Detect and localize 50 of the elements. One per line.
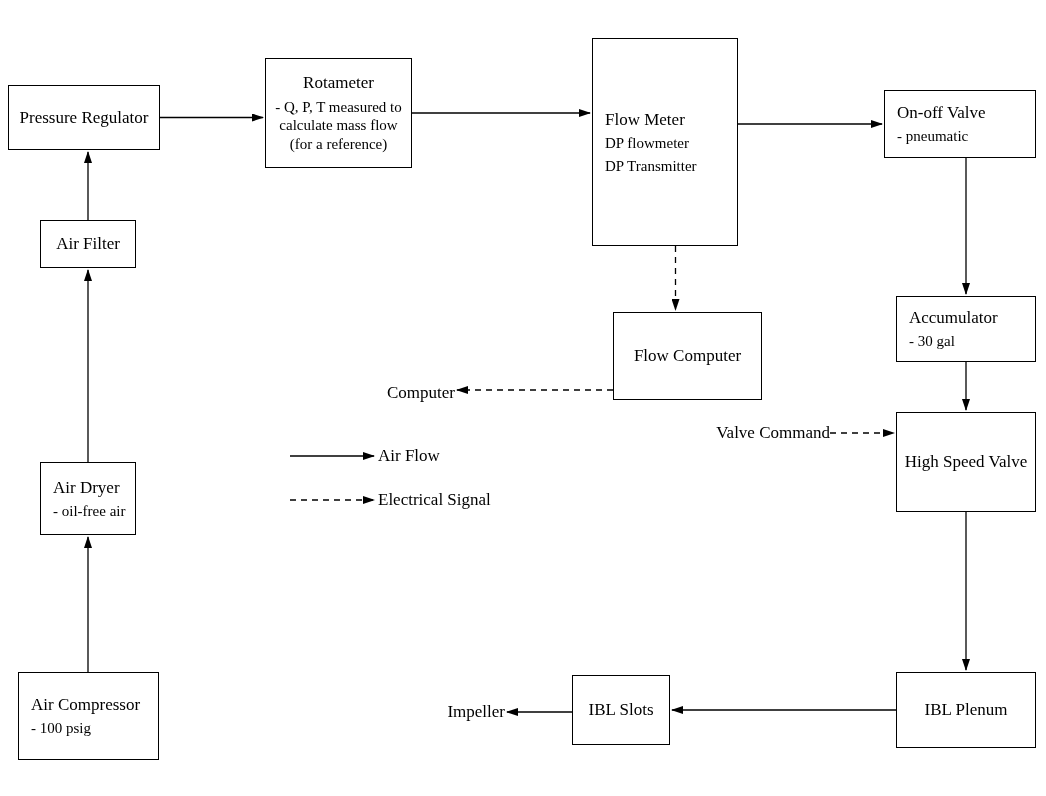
node-title: IBL Plenum <box>924 699 1008 721</box>
arrow <box>962 361 970 411</box>
process-box <box>40 220 136 268</box>
node-title: Valve Command <box>716 422 830 444</box>
legend-label: Air Flow <box>378 447 440 464</box>
node-title: Flow Meter <box>605 108 685 130</box>
legend-label: Electrical Signal <box>378 491 491 508</box>
node-detail: - Q, P, T measured to calculate mass flow (for a reference) <box>274 97 403 154</box>
process-box <box>40 462 136 535</box>
arrow <box>962 511 970 671</box>
node-title: Impeller <box>447 701 505 723</box>
process-box <box>613 312 762 400</box>
node-title: Air Filter <box>56 233 120 255</box>
arrow <box>411 109 591 117</box>
node-detail: - pneumatic <box>897 127 969 146</box>
arrow <box>84 536 92 673</box>
node-title: IBL Slots <box>588 699 654 721</box>
arrow <box>84 151 92 221</box>
process-box <box>18 672 159 760</box>
node-title: Pressure Regulator <box>19 106 149 129</box>
node-title: Flow Computer <box>633 345 742 367</box>
arrow <box>84 269 92 463</box>
node-title: Rotameter <box>303 72 374 94</box>
process-box <box>8 85 160 150</box>
node-title: High Speed Valve <box>904 451 1028 473</box>
node-title: On-off Valve <box>897 102 986 124</box>
node-title: Air Compressor <box>31 694 141 716</box>
process-box <box>884 90 1036 158</box>
process-box <box>592 38 738 246</box>
node-detail: - 100 psig <box>31 719 91 738</box>
arrow <box>671 245 680 311</box>
arrow <box>456 386 614 394</box>
arrow <box>962 157 970 295</box>
process-box <box>896 672 1036 748</box>
node-title: Computer <box>387 382 455 404</box>
node-detail: DP Transmitter <box>605 156 697 176</box>
process-box <box>896 412 1036 512</box>
node-title: Air Dryer <box>53 476 120 498</box>
arrow <box>737 120 883 128</box>
arrow <box>671 706 897 714</box>
process-box <box>572 675 670 745</box>
arrow <box>506 708 573 716</box>
node-detail: - oil-free air <box>53 501 126 521</box>
node-title: Accumulator <box>909 307 998 329</box>
arrow <box>159 113 264 122</box>
node-detail: - 30 gal <box>909 332 955 351</box>
node-detail: DP flowmeter <box>605 133 689 153</box>
process-box <box>896 296 1036 362</box>
process-box <box>265 58 412 168</box>
arrow <box>829 429 895 437</box>
